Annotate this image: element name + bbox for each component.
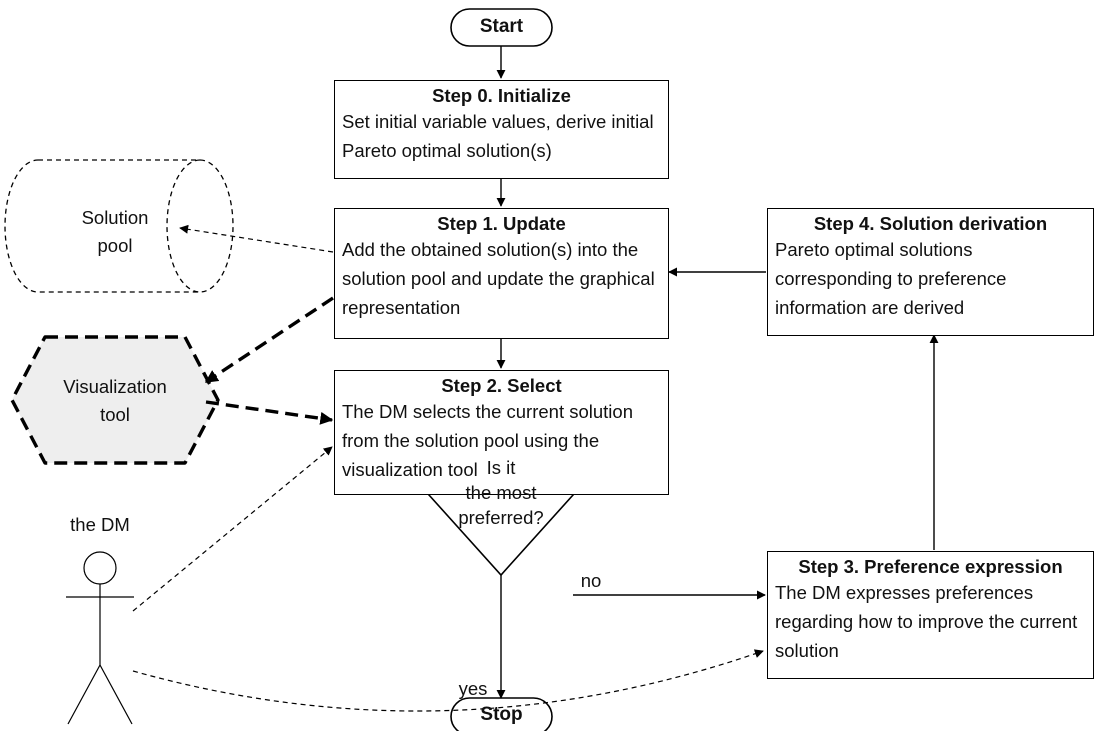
visualization-tool-line2: tool bbox=[100, 404, 130, 425]
edge-label-yes: yes bbox=[458, 678, 488, 699]
step1-body: Add the obtained solution(s) into the so… bbox=[342, 239, 655, 318]
step1-box: Step 1. Update Add the obtained solution… bbox=[334, 208, 669, 339]
decision-text: Is it the most preferred? bbox=[441, 455, 561, 530]
step3-box: Step 3. Preference expression The DM exp… bbox=[767, 551, 1094, 679]
step2-title: Step 2. Select bbox=[441, 375, 562, 396]
solution-pool-shape bbox=[4, 159, 234, 293]
step3-title: Step 3. Preference expression bbox=[798, 556, 1063, 577]
step0-body: Set initial variable values, derive init… bbox=[342, 111, 654, 161]
step3-body: The DM expresses preferences regarding h… bbox=[775, 582, 1078, 661]
dm-label: the DM bbox=[70, 514, 130, 535]
stop-label: Stop bbox=[480, 704, 523, 725]
step4-title: Step 4. Solution derivation bbox=[813, 213, 1048, 234]
decision-line3: preferred? bbox=[458, 507, 544, 528]
arrow-dm-to-step2 bbox=[132, 446, 333, 612]
step4-box: Step 4. Solution derivation Pareto optim… bbox=[767, 208, 1094, 336]
step1-title: Step 1. Update bbox=[437, 213, 566, 234]
edge-label-no: no bbox=[580, 570, 602, 591]
step0-box: Step 0. Initialize Set initial variable … bbox=[334, 80, 669, 179]
decision-line1: Is it bbox=[486, 457, 516, 478]
step2-box: Step 2. Select The DM selects the curren… bbox=[334, 370, 669, 495]
visualization-tool-shape bbox=[10, 335, 220, 465]
arrow-visualization-tool-to-step2 bbox=[205, 400, 334, 425]
visualization-tool-label: Visualization tool bbox=[30, 373, 200, 429]
visualization-tool-line1: Visualization bbox=[63, 376, 167, 397]
start-label: Start bbox=[479, 16, 524, 37]
decision-line2: the most bbox=[465, 482, 537, 503]
arrow-step1-to-solution-pool bbox=[179, 224, 334, 253]
step2-body: The DM selects the current solution from… bbox=[342, 401, 633, 480]
solution-pool-line2: pool bbox=[97, 235, 133, 256]
arrow-step1-to-visualization-tool bbox=[204, 296, 334, 384]
arrow-dm-to-step3 bbox=[132, 649, 764, 712]
step4-body: Pareto optimal solutions corresponding t… bbox=[775, 239, 1007, 318]
solution-pool-line1: Solution bbox=[81, 207, 149, 228]
step0-title: Step 0. Initialize bbox=[432, 85, 571, 106]
dm-stick-figure bbox=[66, 551, 134, 725]
solution-pool-label: Solution pool bbox=[40, 204, 190, 260]
